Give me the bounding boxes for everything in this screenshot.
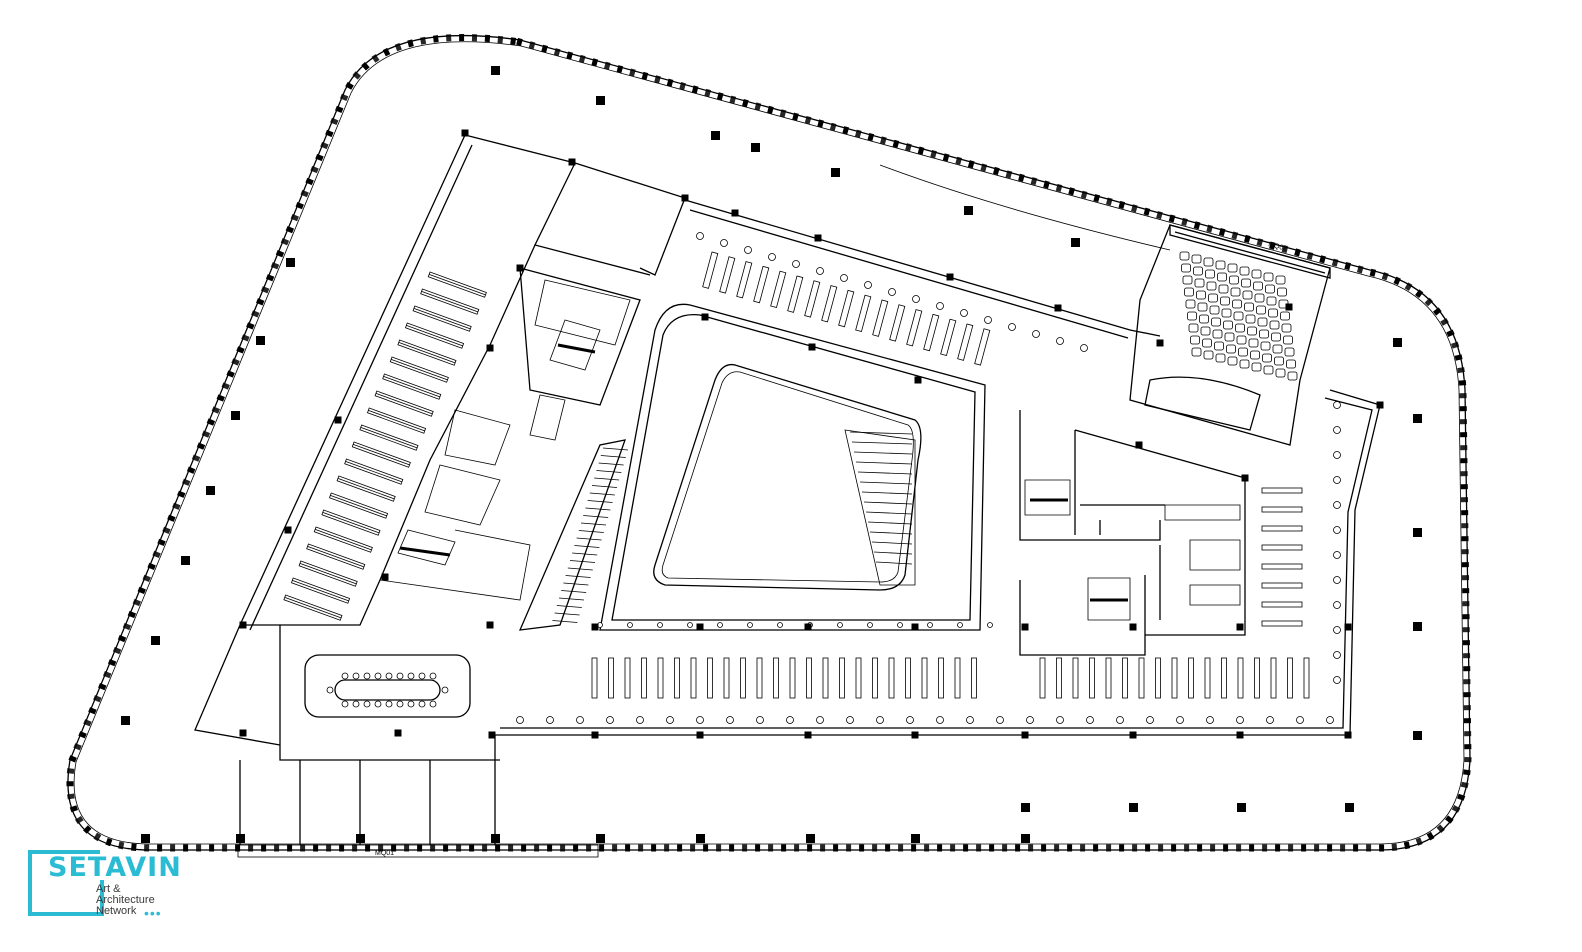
perimeter-columns — [121, 66, 1422, 843]
logo-subtitle: Art & Architecture Network — [96, 884, 155, 917]
logo-line-2: Architecture — [96, 894, 155, 906]
south-desk-rows — [591, 657, 1310, 699]
inner-perimeter-walls — [495, 164, 1381, 736]
logo-frame — [28, 850, 104, 916]
logo-dots: ••• — [144, 905, 162, 921]
auditorium — [1129, 224, 1331, 446]
logo-wordmark: SETAVIN — [48, 852, 182, 883]
east-wing — [1019, 410, 1246, 656]
inner-columns — [239, 129, 1384, 739]
central-atrium — [518, 303, 986, 631]
west-stair — [397, 319, 601, 566]
west-wing-desk-rows — [283, 271, 487, 621]
curtain-wall-south-label: MQ01 — [375, 850, 394, 857]
facade-mullions — [66, 34, 1472, 852]
east-desk-rows — [1261, 487, 1303, 627]
round-columns — [516, 232, 1341, 724]
outer-facade-inner — [73, 41, 1465, 845]
conference-room — [304, 654, 471, 718]
logo-line-1: Art & — [96, 883, 121, 895]
north-desk-rows — [702, 251, 991, 366]
setavin-logo: SETAVIN Art & Architecture Network ••• — [28, 850, 181, 921]
curtain-wall-north-label: MQ02 — [1267, 241, 1287, 253]
west-wing — [194, 134, 686, 858]
logo-line-3: Network — [96, 905, 137, 917]
